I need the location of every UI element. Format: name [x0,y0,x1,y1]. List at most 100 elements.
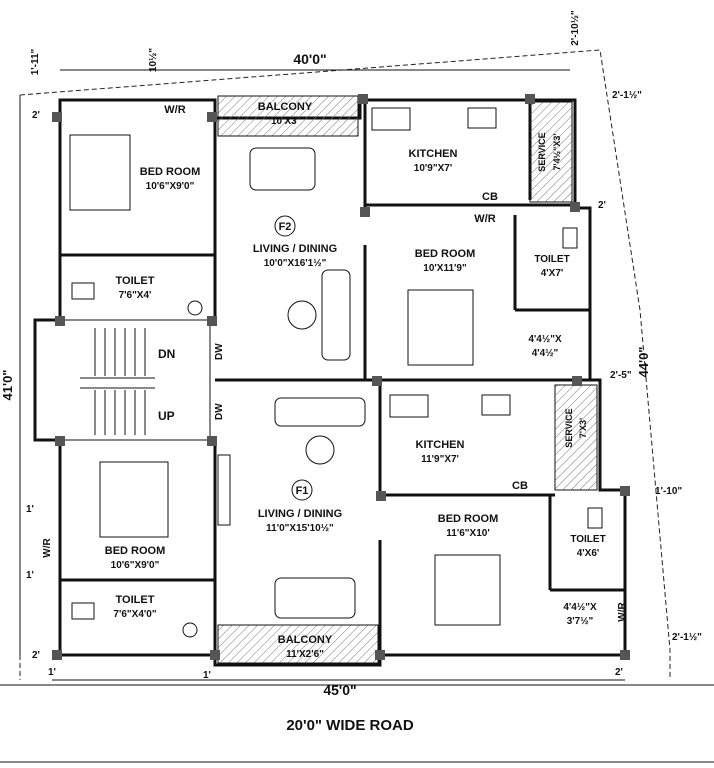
f2-balcony-label: BALCONY [258,101,313,113]
basin-f1-left [182,622,198,638]
dining-table-f2 [249,147,316,191]
exterior-wall-left [33,118,62,640]
f2-kitchen-label: KITCHEN [409,148,458,160]
f2-flat-label: F2 [279,221,292,233]
sofa-f2 [321,269,351,361]
stair-dw-label-1: DW [214,343,225,360]
f1-flat-label: F1 [296,485,309,497]
stair-treads-lower [94,390,146,435]
dim-left-1-a: 1' [26,504,34,515]
sofa-f1 [274,397,366,427]
dim-top-width: 40'0" [293,51,326,67]
stair-up-label: UP [158,409,175,423]
f1-service-label: SERVICE [564,408,574,447]
tv-unit-f1 [217,454,231,526]
f2-bedroom-left-size: 10'6"X9'0" [146,181,195,192]
dining-table-f1 [274,577,356,619]
f2-toilet-right-label: TOILET [534,254,569,265]
dim-top-left-a: 1'-11" [30,48,41,75]
bed-f2-left [69,134,131,211]
dim-bottom-2-right: 2' [615,667,623,678]
f2-toilet-right-size: 4'X7' [541,268,564,279]
dim-bottom-1-mid: 1' [203,670,211,681]
f2-wr-mid-label: W/R [474,213,495,225]
f2-flat-marker [274,215,296,237]
f1-lobby-size-a: 4'4½"X [563,602,597,613]
dim-top-right-a: 2'-10½" [570,10,581,46]
f2-toilet-left-size: 7'6"X4' [119,290,152,301]
f1-toilet-left-size: 7'6"X4'0" [113,609,156,620]
stair-dw-label-2: DW [214,403,225,420]
f2-service-size: 7'4½"X3' [552,133,562,170]
f2-lobby-size-a: 4'4½"X [528,334,562,345]
stove-f1 [481,394,511,416]
road-label: 20'0" WIDE ROAD [286,717,414,734]
f1-wr-left-label: W/R [42,538,53,558]
f1-flat-marker [291,479,313,501]
f1-service-size: 7'X3' [578,418,588,438]
stair-treads-upper [94,328,146,376]
dim-left-height: 41'0" [0,370,15,401]
f1-toilet-left-label: TOILET [116,594,155,606]
dim-left-1-b: 1' [26,570,34,581]
dim-right-2-1-half: 2'-1½" [672,632,702,643]
dim-right-2-5: 2'-5" [610,370,632,381]
dim-top-right-b: 2'-1½" [612,90,642,101]
f2-bedroom-right-label: BED ROOM [415,248,476,260]
wc-f2-right [562,227,578,249]
f1-toilet-right-label: TOILET [570,534,605,545]
f2-living-label: LIVING / DINING [253,243,337,255]
balcony-f2-hatch [217,95,359,137]
f2-toilet-left-label: TOILET [116,275,155,287]
f2-bedroom-right-size: 10'X11'9" [423,263,467,274]
dim-right-height: 44'0" [636,347,651,378]
service-f2-hatch [529,101,573,203]
f2-balcony-size: 10'X3' [271,116,299,127]
f2-lobby-size-b: 4'4½" [532,348,559,359]
stove-f2 [467,107,497,129]
dim-top-left-b: 10½" [148,48,159,72]
stair-dn-label: DN [158,347,175,361]
kitchen-counter-f2 [371,107,411,131]
plot-boundary [19,49,671,680]
dim-bottom-width: 45'0" [323,682,356,698]
dim-bottom-2-left: 2' [32,650,40,661]
structural-columns [52,94,630,660]
bed-f1-left [99,461,169,538]
f1-cb-label: CB [512,480,528,492]
rug-f1 [305,435,335,465]
f2-living-size: 10'0"X16'1½" [264,258,327,269]
f1-kitchen-size: 11'9"X7' [421,454,459,465]
stair-outline [34,319,211,441]
kitchen-counter-f1 [389,394,429,418]
wc-f1-left [71,602,95,620]
dim-left-2-top: 2' [32,110,40,121]
service-f1-hatch [554,384,598,491]
bed-f1-right [434,554,501,626]
f2-wr-top-label: W/R [164,104,185,116]
f1-balcony-size: 11'X2'6" [286,649,324,660]
f1-bedroom-right-label: BED ROOM [438,513,499,525]
f1-toilet-right-size: 4'X6' [577,548,600,559]
bed-f2-right [407,289,474,366]
f1-bedroom-left-label: BED ROOM [105,545,166,557]
f1-kitchen-label: KITCHEN [416,439,465,451]
basin-f2-left [187,300,203,316]
f1-bedroom-left-size: 10'6"X9'0" [111,560,160,571]
f2-service-label: SERVICE [537,132,547,171]
wc-f1-right [587,507,603,529]
f2-cb-label: CB [482,191,498,203]
f2-bedroom-left-label: BED ROOM [140,166,201,178]
f1-living-label: LIVING / DINING [258,508,342,520]
dim-right-1-10: 1'-10" [655,486,682,497]
f1-bedroom-right-size: 11'6"X10' [446,528,489,539]
f1-wr-right-label: W/R [617,602,628,622]
wc-f2-left [71,282,95,300]
dim-right-2-mid: 2' [598,200,606,211]
f1-living-size: 11'0"X15'10½" [266,523,334,534]
f2-kitchen-size: 10'9"X7' [414,163,452,174]
f1-lobby-size-b: 3'7½" [567,616,594,627]
balcony-f1-hatch [217,624,379,664]
dim-bottom-1-left: 1' [48,667,56,678]
